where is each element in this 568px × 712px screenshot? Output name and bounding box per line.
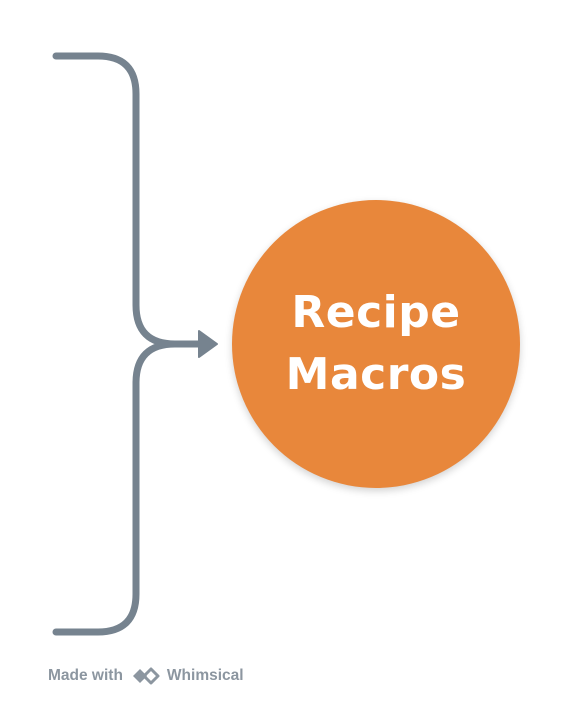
whimsical-logo-icon <box>132 667 160 685</box>
node-label-line-2: Macros <box>285 349 467 400</box>
curly-brace-connector <box>52 52 214 636</box>
arrowhead-icon <box>198 330 218 358</box>
recipe-macros-node[interactable]: Recipe Macros <box>232 200 520 488</box>
made-with-label: Made with <box>48 667 123 684</box>
whimsical-brand-label: Whimsical <box>166 667 244 684</box>
made-with-whimsical-badge[interactable]: Made with Whimsical <box>48 664 244 688</box>
node-label-line-1: Recipe <box>291 287 461 338</box>
